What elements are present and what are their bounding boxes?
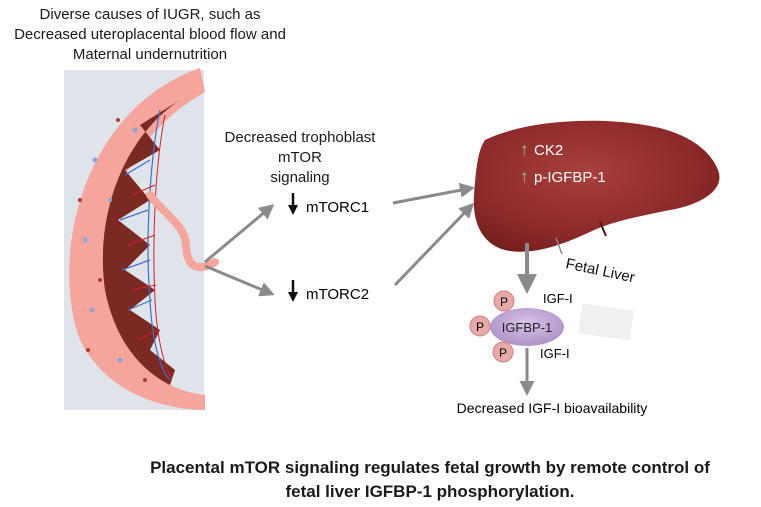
fetal-liver xyxy=(473,120,720,252)
summary-caption: Placental mTOR signaling regulates fetal… xyxy=(105,456,755,504)
ck2-label: CK2 xyxy=(534,142,563,159)
igf1-bottom-label: IGF-I xyxy=(540,346,570,361)
pigfbp-up-arrow: ↑ xyxy=(520,167,529,186)
caption-line-1: Diverse causes of IUGR, such as xyxy=(39,6,261,23)
igfbp1-molecule xyxy=(490,308,564,346)
phospho-bottom xyxy=(492,341,514,363)
villous-tissue xyxy=(102,100,180,385)
ck2-up-arrow: ↑ xyxy=(520,140,529,159)
caption-line-2: Decreased uteroplacental blood flow and xyxy=(14,26,286,43)
maternal-dots xyxy=(78,118,147,382)
pigfbp-label: p-IGFBP-1 xyxy=(534,169,606,186)
mtorc1-label: mTORC1 xyxy=(306,199,369,216)
blood-vessels xyxy=(119,109,171,381)
trophoblast-line-1: Decreased trophoblast mTOR xyxy=(224,129,376,166)
phospho-top-label: P xyxy=(500,295,508,309)
faint-shape xyxy=(578,303,634,341)
maternal-cells xyxy=(82,127,138,363)
liver-notch xyxy=(599,221,607,237)
outcome-label: Decreased IGF-I bioavailability xyxy=(457,400,648,416)
igf1-top-label: IGF-I xyxy=(543,291,573,306)
phospho-left-label: P xyxy=(476,320,484,334)
fetal-liver-label: Fetal Liver xyxy=(564,255,636,286)
umbilical-cord xyxy=(146,191,219,272)
arrow-mtorc1-to-liver xyxy=(392,182,475,205)
phospho-bottom-label: P xyxy=(499,346,507,360)
summary-line-2: fetal liver IGFBP-1 phosphorylation. xyxy=(285,482,575,501)
phospho-left xyxy=(469,315,491,337)
trophoblast-caption: Decreased trophoblast mTOR signaling xyxy=(205,128,395,188)
iugr-causes-caption: Diverse causes of IUGR, such as Decrease… xyxy=(0,5,300,65)
igfbp1-label: IGFBP-1 xyxy=(502,320,553,335)
arterial-vessels xyxy=(127,114,173,379)
caption-line-3: Maternal undernutrition xyxy=(72,46,228,63)
arrow-to-mtorc2 xyxy=(204,264,275,297)
placenta-illustration xyxy=(64,68,219,410)
arrow-to-mtorc1 xyxy=(204,204,275,264)
placenta-crescent xyxy=(69,68,205,410)
liver-label-tick xyxy=(555,237,563,255)
arrow-mtorc2-to-liver xyxy=(393,202,475,287)
phospho-top xyxy=(493,290,515,312)
mtorc2-label: mTORC2 xyxy=(306,286,369,303)
trophoblast-line-2: signaling xyxy=(270,169,330,186)
summary-line-1: Placental mTOR signaling regulates fetal… xyxy=(150,458,710,477)
